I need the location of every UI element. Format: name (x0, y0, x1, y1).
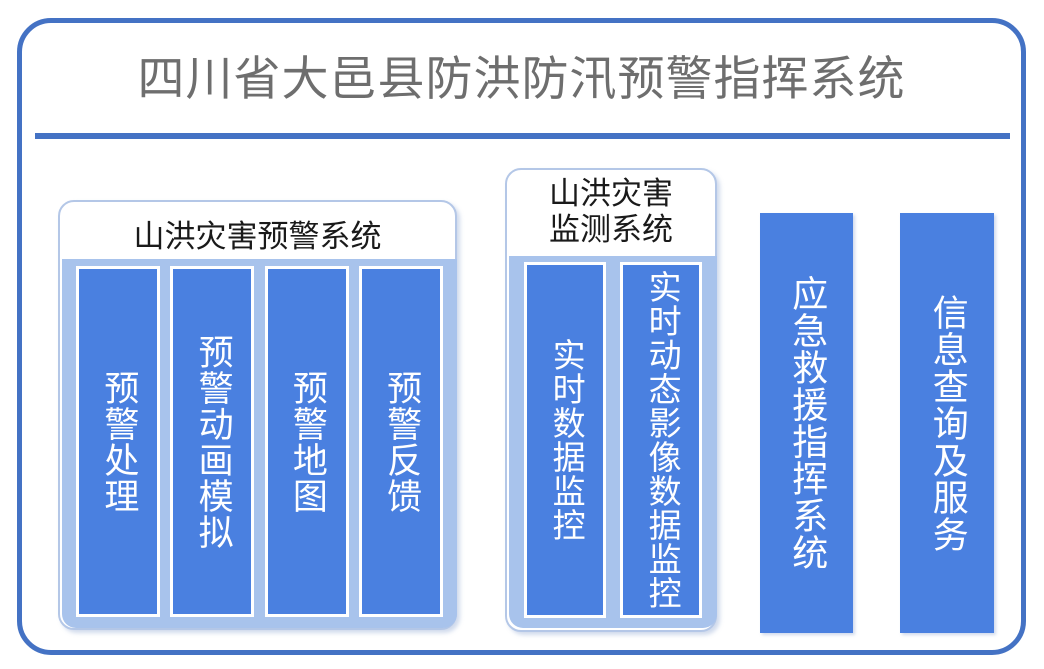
module-realtime-data-monitoring[interactable]: 实时数据监控 (524, 262, 606, 618)
panel-monitor-system[interactable]: 山洪灾害 监测系统 实时数据监控 实时动态影像数据监控 (505, 168, 717, 632)
panel-monitor-system-title-line2: 监测系统 (549, 212, 673, 248)
module-warning-animation-simulation[interactable]: 预警动画模拟 (170, 266, 255, 617)
panel-monitor-system-title: 山洪灾害 监测系统 (507, 176, 715, 249)
module-warning-map[interactable]: 预警地图 (264, 266, 349, 617)
module-information-query-and-service[interactable]: 信息查询及服务 (900, 213, 994, 633)
module-label: 预警反馈 (382, 369, 422, 514)
panel-warning-system-tray: 预警处理 预警动画模拟 预警地图 预警反馈 (62, 259, 457, 628)
module-label: 预警地图 (287, 369, 327, 514)
module-label: 应急救援指挥系统 (787, 275, 828, 571)
module-emergency-rescue-command-system[interactable]: 应急救援指挥系统 (760, 213, 853, 633)
panel-warning-system[interactable]: 山洪灾害预警系统 预警处理 预警动画模拟 预警地图 预警反馈 (58, 200, 457, 630)
panel-monitor-system-title-line1: 山洪灾害 (549, 176, 673, 211)
module-label: 实时数据监控 (547, 338, 584, 542)
application-frame: 四川省大邑县防洪防汛预警指挥系统 山洪灾害预警系统 预警处理 预警动画模拟 预警… (17, 18, 1026, 655)
panel-monitor-system-tray: 实时数据监控 实时动态影像数据监控 (509, 256, 717, 628)
panel-warning-system-title: 山洪灾害预警系统 (133, 219, 382, 254)
module-label: 实时动态影像数据监控 (643, 270, 680, 610)
title-divider (35, 133, 1010, 139)
title-bar: 四川省大邑县防洪防汛预警指挥系统 (22, 23, 1021, 133)
module-label: 预警动画模拟 (193, 333, 233, 550)
page-title: 四川省大邑县防洪防汛预警指挥系统 (137, 51, 906, 105)
module-realtime-dynamic-image-data-monitoring[interactable]: 实时动态影像数据监控 (620, 262, 702, 618)
module-label: 预警处理 (99, 369, 139, 514)
module-label: 信息查询及服务 (927, 293, 968, 553)
module-warning-processing[interactable]: 预警处理 (76, 266, 161, 617)
module-warning-feedback[interactable]: 预警反馈 (358, 266, 443, 617)
